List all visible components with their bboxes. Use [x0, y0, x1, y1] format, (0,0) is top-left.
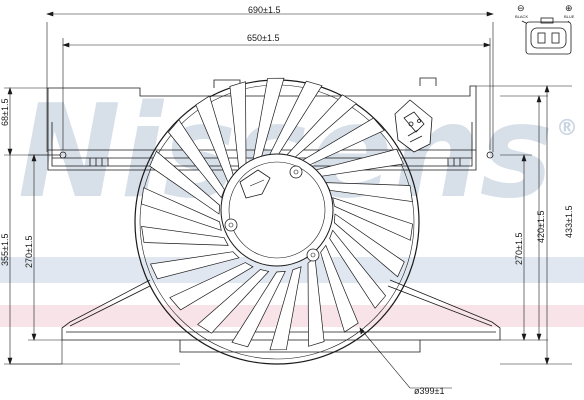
dim-right-height-inner: 270±1.5 — [514, 233, 524, 265]
fan-blade — [141, 225, 229, 246]
connector-pin-left — [537, 32, 546, 44]
dim-fan-diameter: ø399±1 — [414, 386, 444, 396]
minus-wire-label: BLACK — [515, 14, 528, 19]
dim-top-offset: 68±1.5 — [0, 99, 10, 126]
fan-blade — [320, 244, 359, 333]
dim-mount-width: 650±1.5 — [247, 33, 279, 43]
fan-blade — [332, 197, 413, 241]
fan-blade — [269, 266, 302, 351]
dim-left-height-inner: 270±1.5 — [24, 236, 34, 268]
fan-blade — [149, 150, 221, 215]
dim-right-height-mid: 420±1.5 — [536, 211, 546, 243]
connector-pin-right — [551, 32, 560, 44]
plus-wire-label: BLUE — [564, 14, 575, 19]
fan-blades — [141, 77, 413, 351]
fan-blade — [231, 271, 286, 348]
mount-hole-right — [486, 151, 494, 159]
shroud-connector — [394, 99, 433, 153]
dim-overall-width: 690±1.5 — [248, 5, 280, 15]
fan-blade — [329, 229, 387, 309]
fan-blade — [141, 187, 222, 231]
fan-blade — [169, 262, 254, 311]
fan-blade — [333, 213, 405, 278]
motor-bolt-right — [306, 248, 320, 262]
plus-symbol: ⊕ — [565, 3, 573, 13]
fan-blade — [149, 251, 240, 280]
fan-blade — [197, 269, 270, 334]
dimension-labels: 690±1.5 650±1.5 68±1.5 355±1.5 270±1.5 4… — [0, 5, 574, 396]
watermark-registered-mark: ® — [556, 116, 578, 141]
dim-right-height-total: 433±1.5 — [564, 206, 574, 238]
motor-bolt-top — [289, 165, 303, 179]
connector-pinout: ⊖ ⊕ BLACK BLUE — [515, 3, 575, 55]
fan-motor — [220, 153, 334, 267]
dim-left-height-outer: 355±1.5 — [0, 234, 10, 266]
minus-symbol: ⊖ — [517, 3, 525, 13]
dimension-lines — [4, 11, 572, 389]
motor-bolt-left — [224, 218, 238, 232]
fan-blade — [307, 257, 325, 347]
connector-body — [525, 21, 572, 55]
